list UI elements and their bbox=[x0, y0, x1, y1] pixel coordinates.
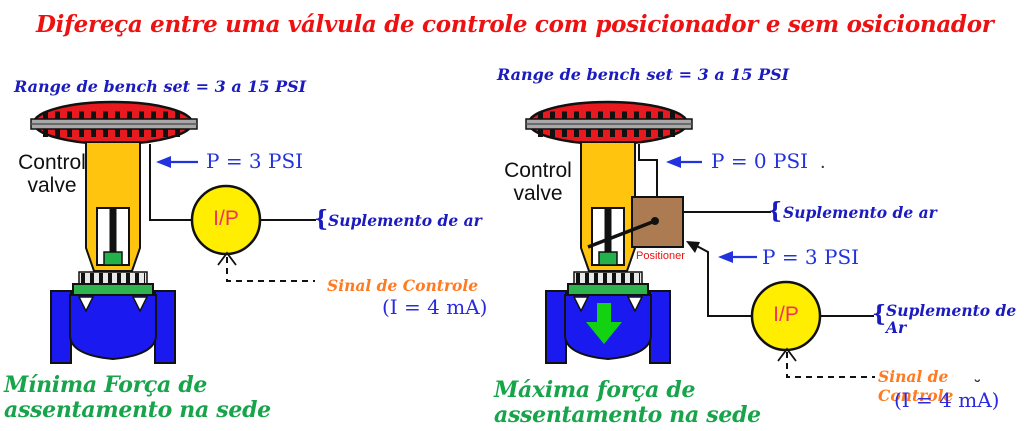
left-air-tube-line bbox=[149, 144, 192, 221]
right-signal-arrowhead bbox=[777, 347, 797, 362]
left-signal-arrowhead bbox=[217, 251, 237, 266]
right-pressure-mid-label: P = 3 PSI bbox=[762, 245, 860, 269]
left-caption: Mínima Força de assentamento na sede bbox=[4, 372, 271, 423]
left-diagram bbox=[31, 102, 316, 363]
right-top-air-line bbox=[638, 144, 658, 196]
right-pressure-mid-arrowhead bbox=[718, 251, 733, 263]
feedback-arm-pivot bbox=[651, 217, 659, 225]
page-title: Difereça entre uma válvula de controle c… bbox=[36, 11, 994, 38]
left-current-label: (I = 4 mA) bbox=[382, 295, 488, 319]
right-pressure-top-dot: . bbox=[820, 151, 826, 173]
right-air-supply-top-brace: { bbox=[768, 198, 783, 224]
right-pressure-top-label: P = 0 PSI bbox=[711, 149, 809, 173]
left-control-signal-label: Sinal de Controle bbox=[327, 276, 479, 295]
right-ip-label: I/P bbox=[773, 303, 799, 326]
left-signal-dashed-line bbox=[226, 257, 315, 282]
seat-force-arrow bbox=[586, 303, 622, 344]
right-control-signal-label: Sinal de Controle bbox=[878, 367, 954, 405]
left-bench-set-label: Range de bench set = 3 a 15 PSI bbox=[14, 77, 307, 96]
right-signal-dashed-line bbox=[786, 352, 875, 378]
left-pressure-arrowhead bbox=[156, 156, 171, 168]
left-air-supply-brace: { bbox=[314, 206, 329, 232]
right-control-valve-label: Control valve bbox=[504, 159, 572, 205]
left-control-valve bbox=[31, 102, 197, 363]
right-caption: Máxima força de assentamento na sede bbox=[494, 377, 761, 428]
right-air-supply-bottom-brace: { bbox=[872, 301, 887, 327]
positioner-label: Positioner bbox=[636, 250, 685, 262]
ip-to-positioner-arrowhead bbox=[686, 241, 700, 253]
right-current-label: (I = 4 mA) bbox=[894, 388, 1000, 412]
positioner-feedback-arm bbox=[587, 219, 656, 249]
left-control-valve-label: Control valve bbox=[18, 151, 86, 197]
right-diagram bbox=[526, 102, 875, 378]
right-bench-set-label: Range de bench set = 3 a 15 PSI bbox=[497, 65, 790, 84]
left-air-supply-label: Suplemento de ar bbox=[328, 211, 482, 230]
ip-to-positioner-line bbox=[692, 243, 752, 317]
left-pressure-label: P = 3 PSI bbox=[206, 149, 304, 173]
right-pressure-top-arrowhead bbox=[666, 156, 681, 168]
left-ip-label: I/P bbox=[213, 207, 239, 230]
right-air-supply-bottom-label: Suplemento de Ar bbox=[886, 301, 1017, 338]
right-air-supply-top-label: Suplemento de ar bbox=[783, 203, 937, 222]
right-breve-mark: ˘ bbox=[975, 378, 981, 395]
